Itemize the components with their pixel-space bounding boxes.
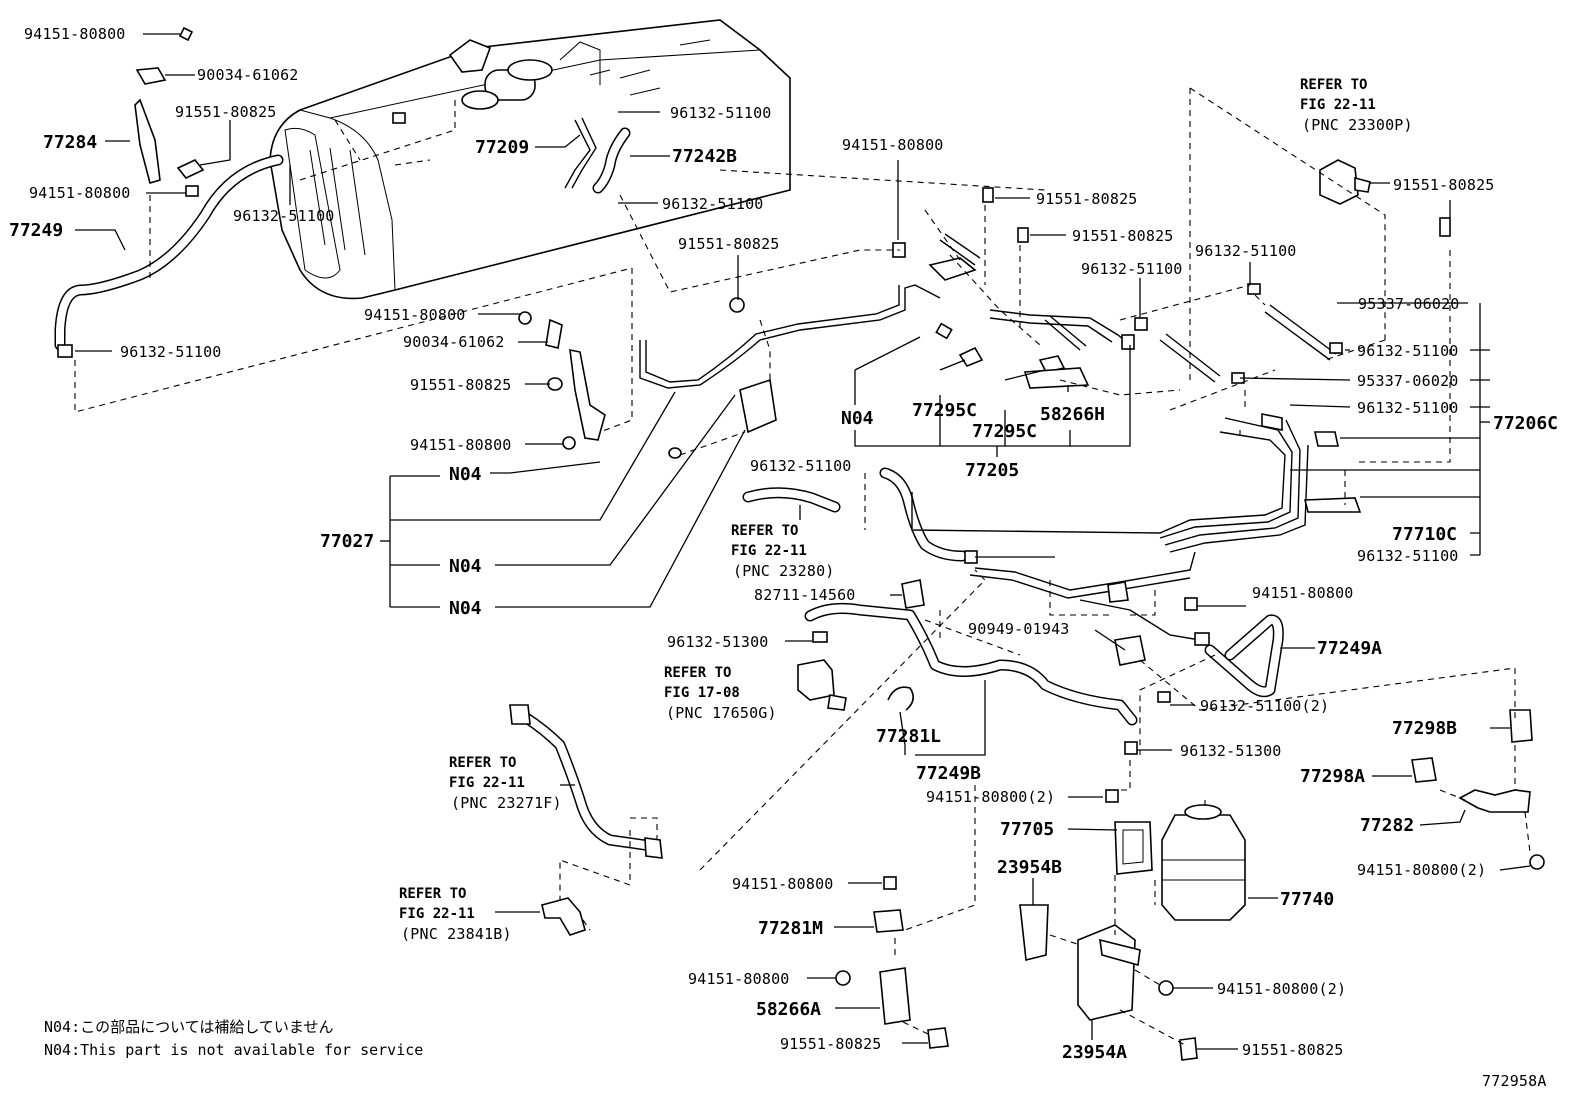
diagram-code: 772958A — [1482, 1072, 1547, 1090]
part-label: 77249B — [916, 763, 981, 784]
refer-line: (PNC 23841B) — [401, 925, 512, 943]
fuel-tank — [269, 19, 791, 300]
part-label: 58266A — [756, 999, 821, 1020]
part-label: 91551-80825 — [175, 103, 277, 121]
part-label: 95337-06020 — [1358, 295, 1460, 313]
part-label: 77282 — [1360, 815, 1414, 836]
part-label: 77206C — [1493, 413, 1558, 434]
part-label: 90034-61062 — [403, 333, 505, 351]
part-label: 94151-80800 — [842, 136, 944, 154]
part-label: 94151-80800 — [410, 436, 512, 454]
part-label: 96132-51100 — [662, 195, 764, 213]
part-label: 77249A — [1317, 638, 1382, 659]
part-label: 91551-80825 — [1393, 176, 1495, 194]
part-label: 77705 — [1000, 819, 1054, 840]
refer-line: FIG 17-08 — [664, 685, 740, 701]
part-label: 94151-80800 — [29, 184, 131, 202]
part-label: 91551-80825 — [1242, 1041, 1344, 1059]
part-label: 77298A — [1300, 766, 1365, 787]
refer-to-notes: REFER TO FIG 22-11 (PNC 23300P) REFER TO… — [399, 77, 1413, 943]
part-label: 23954B — [997, 857, 1062, 878]
part-label: N04 — [449, 464, 482, 485]
part-label: 90034-61062 — [197, 66, 299, 84]
part-label: 95337-06020 — [1357, 372, 1459, 390]
leader-lines — [75, 33, 1531, 1050]
refer-line: (PNC 23280) — [733, 562, 835, 580]
part-label: 96132-51100 — [233, 207, 335, 225]
part-label: 94151-80800 — [24, 25, 126, 43]
part-label: 94151-80800 — [364, 306, 466, 324]
part-label: 91551-80825 — [1072, 227, 1174, 245]
part-label: 96132-51100 — [1357, 547, 1459, 565]
part-label: 77281M — [758, 918, 823, 939]
part-label: 96132-51100 — [1081, 260, 1183, 278]
part-label: 91551-80825 — [780, 1035, 882, 1053]
part-label: 77242B — [672, 146, 737, 167]
part-label: 77740 — [1280, 889, 1334, 910]
part-label: 96132-51300 — [667, 633, 769, 651]
refer-line: REFER TO — [399, 886, 466, 902]
refer-line: FIG 22-11 — [449, 775, 525, 791]
part-label: 96132-51300 — [1180, 742, 1282, 760]
part-label: 91551-80825 — [1036, 190, 1138, 208]
part-label: 77298B — [1392, 718, 1457, 739]
part-label: 82711-14560 — [754, 586, 856, 604]
part-label: 90949-01943 — [968, 620, 1070, 638]
part-label: 77205 — [965, 460, 1019, 481]
part-label: 96132-51100 — [750, 457, 852, 475]
refer-line: REFER TO — [731, 523, 798, 539]
part-label: 96132-51100 — [1357, 399, 1459, 417]
part-label: 77295C — [912, 400, 977, 421]
part-label: 96132-51100 — [1195, 242, 1297, 260]
part-label: 94151-80800 — [688, 970, 790, 988]
part-label: 77027 — [320, 531, 374, 552]
part-label: 94151-80800 — [1252, 584, 1354, 602]
part-label: 94151-80800(2) — [926, 788, 1055, 806]
part-label: 77284 — [43, 132, 97, 153]
refer-line: REFER TO — [664, 665, 731, 681]
part-label: 96132-51100 — [670, 104, 772, 122]
refer-line: REFER TO — [1300, 77, 1367, 93]
part-label: 94151-80800(2) — [1217, 980, 1346, 998]
refer-line: (PNC 17650G) — [666, 704, 777, 722]
part-label: 96132-51100 — [1357, 342, 1459, 360]
part-label: 94151-80800 — [732, 875, 834, 893]
part-label: 77249 — [9, 220, 63, 241]
part-labels: 94151-80800 90034-61062 91551-80825 7728… — [9, 25, 1558, 1063]
part-label: 91551-80825 — [410, 376, 512, 394]
part-label: 77281L — [876, 726, 941, 747]
part-label: 77209 — [475, 137, 529, 158]
note-en: N04:This part is not available for servi… — [44, 1041, 423, 1059]
part-label: 77295C — [972, 421, 1037, 442]
part-label: N04 — [449, 598, 482, 619]
part-label: 23954A — [1062, 1042, 1127, 1063]
part-label: 96132-51100(2) — [1200, 697, 1329, 715]
part-label: 94151-80800(2) — [1357, 861, 1486, 879]
part-label: 91551-80825 — [678, 235, 780, 253]
part-label: 96132-51100 — [120, 343, 222, 361]
footnotes: N04:この部品については補給していません N04:This part is n… — [44, 1018, 1547, 1090]
hoses — [54, 127, 1284, 851]
refer-line: (PNC 23271F) — [451, 794, 562, 812]
part-label: N04 — [449, 556, 482, 577]
dashed-guides — [74, 87, 1531, 1046]
note-jp: N04:この部品については補給していません — [44, 1018, 333, 1036]
refer-line: (PNC 23300P) — [1302, 116, 1413, 134]
refer-line: FIG 22-11 — [731, 543, 807, 559]
refer-line: FIG 22-11 — [399, 906, 475, 922]
refer-line: REFER TO — [449, 755, 516, 771]
part-label: 77710C — [1392, 524, 1457, 545]
part-label: N04 — [841, 408, 874, 429]
refer-line: FIG 22-11 — [1300, 97, 1376, 113]
part-label: 58266H — [1040, 404, 1105, 425]
